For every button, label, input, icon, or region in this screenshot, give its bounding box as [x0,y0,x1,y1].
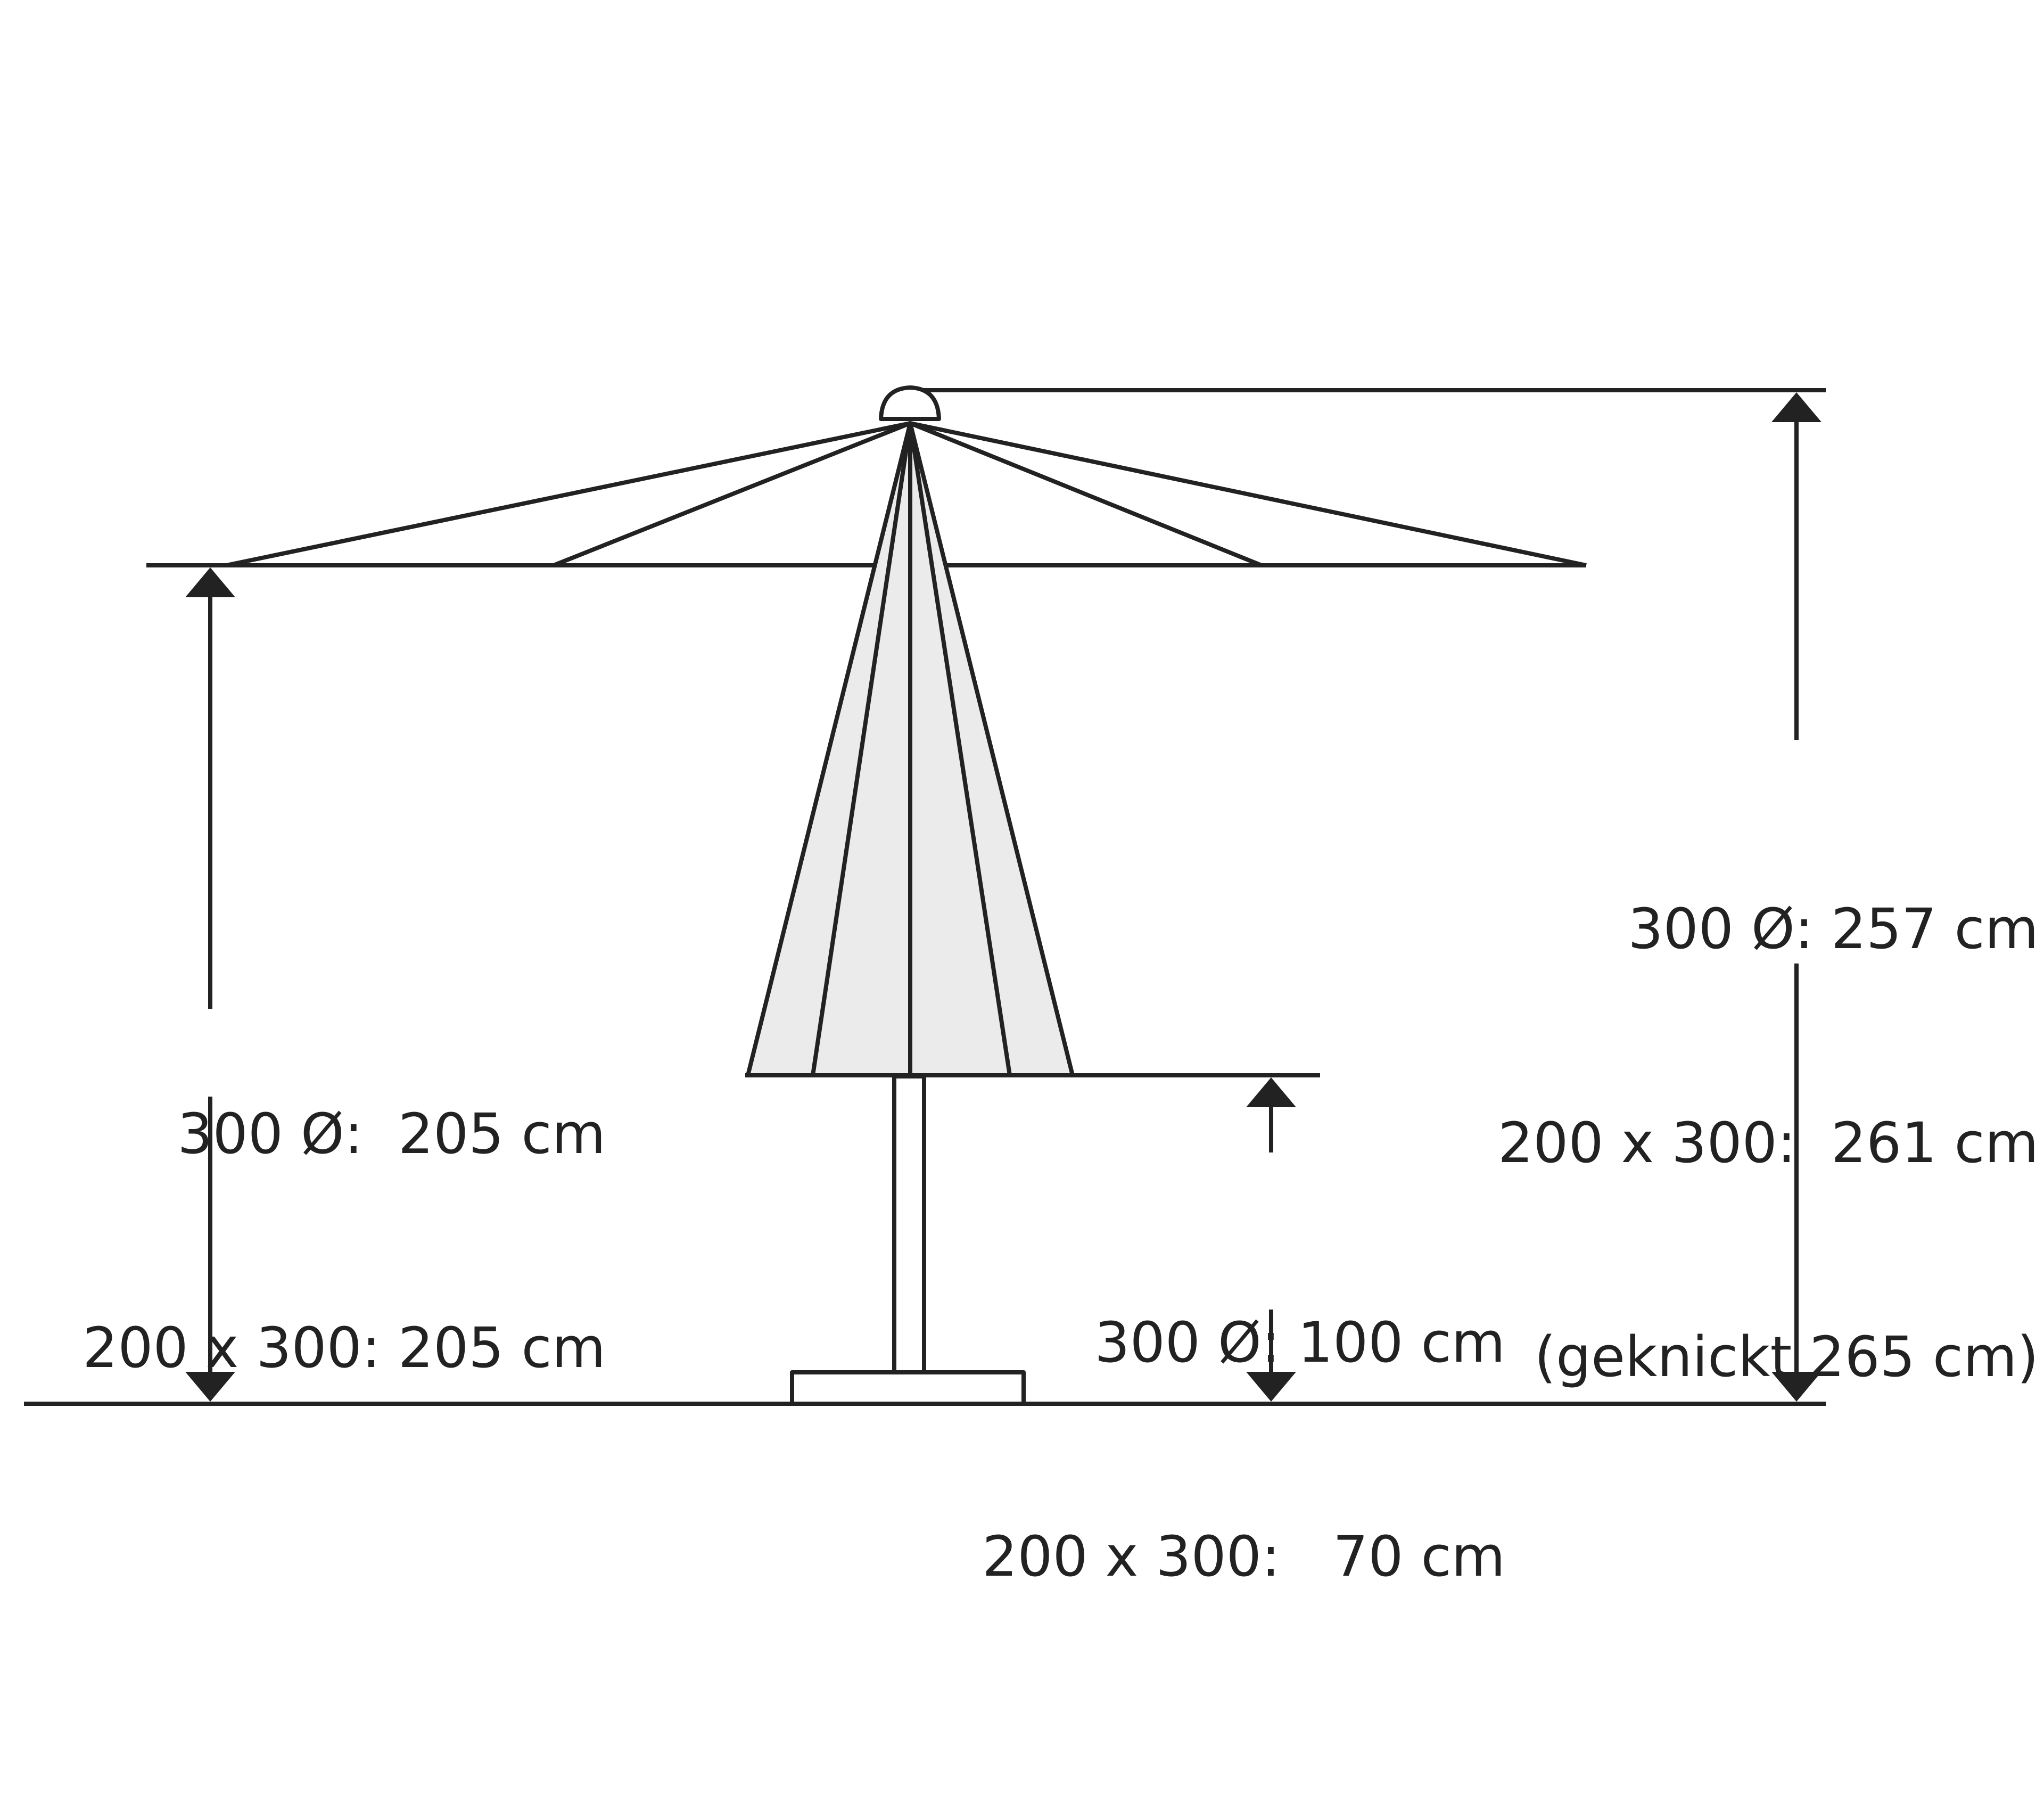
closed-canopy-fold-right [908,423,1012,1076]
closed-clearance-label: 300 Ø: 100 cm 200 x 300: 70 cm [982,1164,1505,1664]
total-height-arrowhead-down [1771,1372,1822,1402]
canopy-rib-outer-left [226,421,911,567]
total-height-label-line-3: (geknickt 265 cm) [1534,1324,2039,1389]
closed-canopy-fold-left [811,423,912,1076]
canopy-rib-inner-right [909,421,1263,567]
canopy-rib-outer-right [910,421,1587,567]
umbrella-finial [879,385,941,421]
closed-clearance-label-line-2: 200 x 300: 70 cm [982,1524,1505,1589]
umbrella-pole [892,1074,926,1374]
canopy-height-arrowhead-down [185,1372,235,1402]
canopy-rib-inner-left [553,421,911,567]
canopy-height-arrowhead-up [185,567,235,597]
canopy-height-label: 300 Ø: 205 cm 200 x 300: 205 cm [83,956,606,1455]
closed-clearance-arrowhead-up [1246,1077,1296,1107]
closed-clearance-label-line-1: 300 Ø: 100 cm [1094,1310,1505,1375]
canopy-height-label-line-1: 300 Ø: 205 cm [177,1101,606,1166]
total-height-label-line-2: 200 x 300: 261 cm [1498,1110,2039,1175]
canopy-height-label-line-2: 200 x 300: 205 cm [83,1315,606,1380]
umbrella-base [790,1370,1026,1406]
total-height-label: 300 Ø: 257 cm 200 x 300: 261 cm (geknick… [1498,751,2039,1464]
closed-clearance-arrowhead-down [1246,1372,1296,1402]
total-height-label-line-1: 300 Ø: 257 cm [1628,896,2039,961]
total-height-arrowhead-up [1771,392,1822,422]
